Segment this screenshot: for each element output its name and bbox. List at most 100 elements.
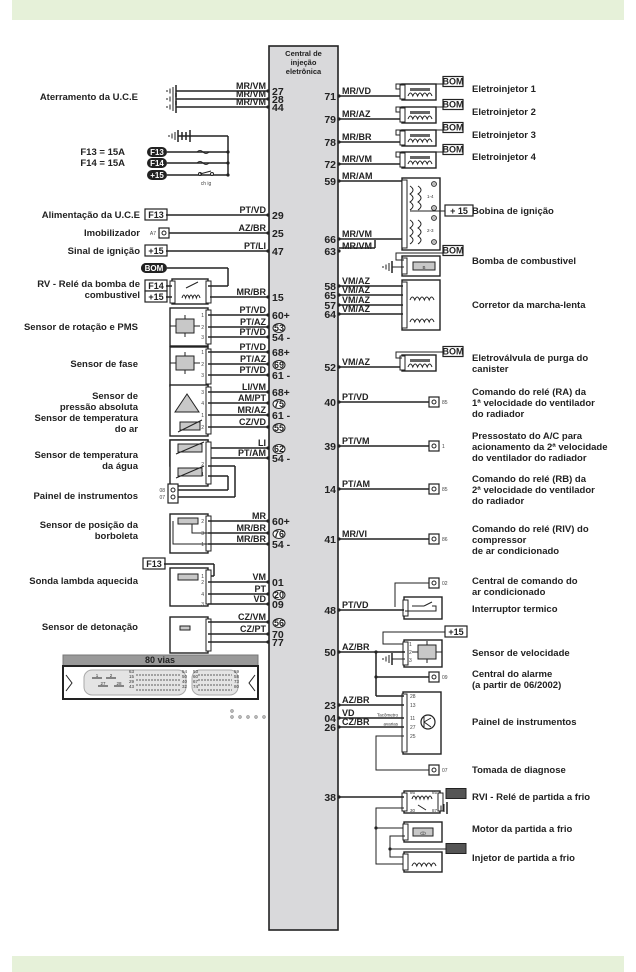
- terminal-number: 2: [201, 580, 204, 586]
- wire-color-label: AZ/BR: [342, 695, 370, 705]
- pin-dot: [266, 425, 270, 429]
- injector-label: Eletroinjetor 3: [472, 130, 536, 141]
- pin-number: 41: [324, 534, 336, 546]
- water-temp-connector: [205, 441, 212, 485]
- relay-bom-pill: [141, 263, 167, 273]
- fuse-tag: [147, 147, 167, 157]
- terminal-number: 1: [201, 413, 204, 419]
- switch-contact: [210, 172, 214, 176]
- wire-note: Tacômetro: [377, 713, 399, 718]
- sensor-connector: [205, 618, 212, 652]
- pin-dot: [266, 313, 270, 317]
- pin-dot: [266, 519, 270, 523]
- pressure-sensor-icon: [174, 393, 200, 413]
- pin-number: 15: [272, 292, 284, 304]
- speed-supply-wire: [382, 631, 445, 645]
- injector-1-coil-icon: [407, 92, 433, 98]
- coil-plus15-tag: [444, 204, 474, 217]
- ac-central-terminal: [428, 577, 440, 589]
- connector-block-right: [191, 669, 239, 696]
- wire-color-label: CZ/BR: [342, 717, 370, 727]
- injector-1-core: [410, 88, 430, 91]
- terminal-number: 2: [201, 425, 204, 431]
- pin-number: 01: [272, 577, 284, 589]
- thermal-switch-icon: [423, 601, 433, 607]
- pin-dot: [266, 592, 270, 596]
- coil-winding-icon: [417, 185, 422, 211]
- relay-command-terminal-hole: [431, 536, 437, 542]
- water-temp-thermistor-icon-2: [175, 465, 205, 479]
- sensor-label: Sensor de rotação e PMS: [24, 322, 138, 333]
- cold-start-feed-2: [389, 835, 405, 858]
- relay-plus15-tag-text: +15: [148, 292, 163, 302]
- relay-command-label: do ventilador do radiador: [472, 453, 587, 464]
- terminal-number: 3: [201, 602, 204, 608]
- relay-command-terminal: [428, 483, 440, 495]
- wire-color-label: MR/AZ: [238, 405, 267, 415]
- pin-number: 56: [274, 618, 284, 628]
- immobilizer-terminal: [158, 227, 170, 239]
- footer-band: [12, 956, 624, 972]
- wire-note: avarias: [383, 722, 398, 727]
- wire-color-label: VD: [253, 594, 266, 604]
- wire-color-label: CZ/PT: [240, 624, 267, 634]
- cold-start-injector-label: Injetor de partida a frio: [472, 853, 575, 864]
- sensor-label: Sensor de temperatura: [35, 450, 139, 461]
- injector-bom-tag: [442, 121, 464, 134]
- connector-latch-icon: [65, 674, 73, 692]
- canister-label: Eletroválvula de purga do: [472, 353, 588, 364]
- sensor-label: Sonda lambda aquecida: [29, 576, 138, 587]
- injector-bom-tag-text: BOM: [443, 123, 464, 133]
- diag-label: Tomada de diagnose: [472, 765, 566, 776]
- terminal-number: 2: [201, 325, 204, 331]
- coil-winding-icon: [409, 185, 414, 211]
- spark-plug-terminal: [431, 215, 437, 221]
- shielded-pin-marker: [272, 590, 286, 600]
- pin-number: 54 -: [272, 453, 291, 465]
- fuel-pump-relay-box: [171, 278, 209, 305]
- connector-pin-number: 54: [182, 669, 188, 674]
- canister-valve-connector: [399, 355, 406, 371]
- terminal-number: 27: [410, 725, 416, 731]
- wire-color-label: MR/BR: [237, 287, 267, 297]
- thermal-label: Interruptor termico: [472, 604, 558, 615]
- injector-feed: [395, 106, 402, 113]
- pin-number: 25: [272, 228, 284, 240]
- injector-2-core: [410, 111, 430, 114]
- supply-tag-text: +15: [148, 246, 163, 256]
- relay-command-terminal: [428, 533, 440, 545]
- terminal-number: 4: [201, 592, 204, 598]
- pin-dot: [266, 231, 270, 235]
- relay-connector-right: [205, 280, 212, 304]
- cold-start-relay-connector: [401, 792, 408, 812]
- connector-pin-number: 40: [182, 679, 188, 684]
- pin-dot: [266, 350, 270, 354]
- wire-color-label: PT/AM: [238, 448, 266, 458]
- relay-pin-number: 87: [432, 808, 438, 813]
- wire-color-label: PT/VD: [239, 205, 266, 215]
- ecu-title-3: eletrônica: [286, 67, 322, 76]
- connector-dot-marker: [230, 709, 234, 713]
- pin-dot: [266, 640, 270, 644]
- sensor-label: do ar: [115, 424, 139, 435]
- pin-dot: [266, 295, 270, 299]
- coil-label: 2-3: [427, 228, 434, 233]
- injector-feed: [395, 83, 402, 90]
- connector-pin-number: 29: [129, 679, 135, 684]
- relay-pin-number: 30: [410, 808, 416, 813]
- coil-winding-icon: [417, 219, 422, 245]
- connector-pin-number: 80: [234, 684, 240, 689]
- fuse-tag-text: F13: [150, 148, 164, 157]
- wire-color-label: LI/VM: [242, 382, 266, 392]
- connector-pin-number: 32: [182, 684, 188, 689]
- wire-color-label: MR/VM: [342, 154, 372, 164]
- row-label: Imobilizador: [84, 228, 140, 239]
- pin-number: 72: [324, 159, 336, 171]
- shielded-pin-marker: [272, 444, 286, 454]
- terminal-number: 2: [201, 362, 204, 368]
- relay-command-terminal-hole: [431, 443, 437, 449]
- ecu-block: Central de injeção eletrônica: [268, 45, 339, 931]
- shielded-pin-marker: [272, 423, 286, 433]
- wire-color-label: PT/LI: [244, 241, 266, 251]
- connector-dot-marker: [262, 715, 266, 719]
